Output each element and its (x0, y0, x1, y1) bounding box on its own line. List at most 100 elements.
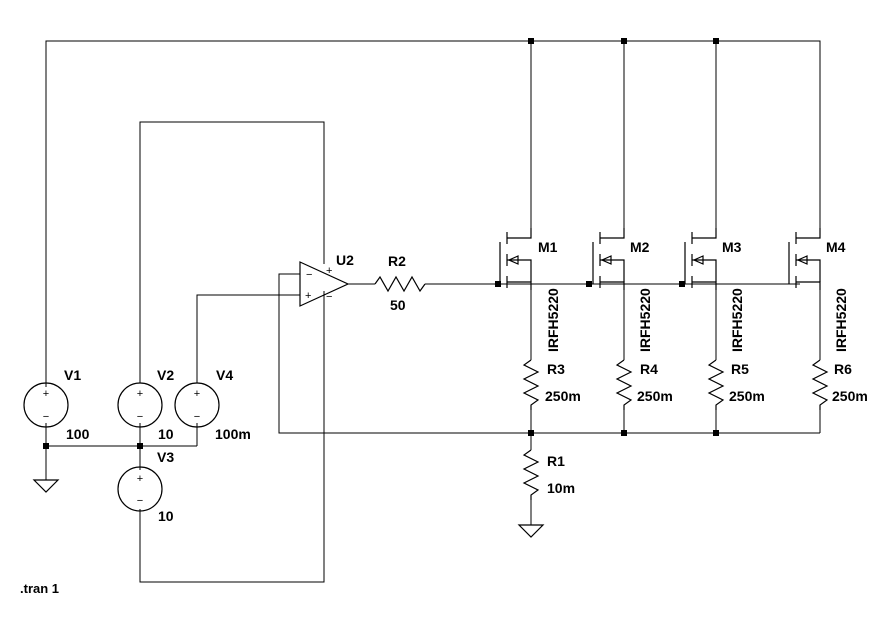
v3-value: 10 (158, 508, 174, 524)
junction-dot (679, 281, 685, 287)
supply-neg-sign: − (326, 291, 332, 303)
m3-model: IRFH5220 (729, 288, 745, 352)
resistor-r6[interactable]: R6 250m (811, 359, 868, 410)
r4-name: R4 (640, 361, 658, 377)
source-body (117, 382, 163, 428)
junction-dot (586, 281, 592, 287)
junction-dot (528, 38, 534, 44)
v2-name: V2 (157, 367, 174, 383)
wire-feedback (278, 273, 820, 434)
source-lead (796, 281, 821, 290)
r2-value: 50 (390, 297, 406, 313)
resistor-r1[interactable]: R1 10m (522, 449, 575, 500)
resistor-r2[interactable]: R2 50 (374, 253, 426, 313)
junction-dot (621, 430, 627, 436)
body-arrow (600, 255, 612, 265)
ground-icon (32, 479, 60, 493)
voltage-source-v4[interactable]: + − V4 100m (174, 367, 251, 442)
resistor-zigzag (811, 359, 829, 410)
supply-pos-sign: + (326, 265, 332, 277)
mosfet-m1[interactable]: M1 IRFH5220 (499, 228, 561, 352)
plus-sign: + (137, 388, 143, 400)
resistor-r3[interactable]: R3 250m (522, 359, 581, 410)
plus-sign: + (194, 388, 200, 400)
mosfet-m4[interactable]: M4 IRFH5220 (788, 228, 849, 352)
minus-sign: − (43, 411, 49, 423)
resistor-r4[interactable]: R4 250m (615, 359, 673, 410)
junction-dot (713, 430, 719, 436)
mosfet-m2[interactable]: M2 IRFH5220 (592, 228, 653, 352)
junction-dot (495, 281, 501, 287)
junction-dot (137, 443, 143, 449)
v3-name: V3 (157, 449, 174, 465)
r4-value: 250m (637, 388, 673, 404)
resistor-zigzag (615, 359, 633, 410)
r6-name: R6 (834, 361, 852, 377)
drain-lead (692, 228, 717, 239)
body-arrow (507, 255, 519, 265)
mosfet-m3[interactable]: M3 IRFH5220 (684, 228, 745, 352)
body-arrow (692, 255, 704, 265)
source-lead (507, 281, 532, 290)
v4-name: V4 (216, 367, 233, 383)
body-lead (507, 259, 532, 282)
m4-model: IRFH5220 (833, 288, 849, 352)
m1-model: IRFH5220 (545, 288, 561, 352)
v4-value: 100m (215, 426, 251, 442)
m4-name: M4 (826, 239, 846, 255)
ground-symbol-left (32, 479, 60, 493)
resistor-zigzag (374, 275, 426, 293)
r6-value: 250m (832, 388, 868, 404)
junctions (43, 38, 719, 449)
drain-lead (796, 228, 821, 239)
plus-sign: + (137, 473, 143, 485)
wires (45, 40, 821, 583)
wire-v4-to-noninv (196, 294, 300, 383)
minus-sign: − (137, 411, 143, 423)
v2-value: 10 (158, 426, 174, 442)
r3-name: R3 (547, 361, 565, 377)
r3-value: 250m (545, 388, 581, 404)
junction-dot (713, 38, 719, 44)
resistor-zigzag (707, 359, 725, 410)
source-body (174, 382, 220, 428)
wire-opamp-neg-supply (139, 291, 325, 583)
source-body (23, 382, 69, 428)
wire-v2-to-opamp-supply (139, 121, 325, 383)
m2-name: M2 (630, 239, 650, 255)
voltage-source-v1[interactable]: + − V1 100 (23, 367, 90, 442)
voltage-source-v3[interactable]: + − V3 10 (117, 449, 174, 524)
u2-name: U2 (336, 252, 354, 268)
source-lead (600, 281, 625, 290)
source-lead (692, 281, 717, 290)
opamp-u2[interactable]: − + + − U2 (299, 252, 354, 307)
m3-name: M3 (722, 239, 742, 255)
drain-lead (507, 228, 532, 239)
resistor-r5[interactable]: R5 250m (707, 359, 765, 410)
r5-value: 250m (729, 388, 765, 404)
body-lead (692, 259, 717, 282)
spice-directive[interactable]: .tran 1 (20, 581, 59, 596)
m2-model: IRFH5220 (637, 288, 653, 352)
r1-name: R1 (547, 453, 565, 469)
wire-top-rail (45, 40, 821, 387)
body-lead (600, 259, 625, 282)
ground-symbol-r1 (517, 524, 545, 538)
voltage-source-v2[interactable]: + − V2 10 (117, 367, 174, 442)
minus-sign: − (194, 411, 200, 423)
plus-sign: + (43, 388, 49, 400)
resistor-zigzag (522, 449, 540, 500)
r2-name: R2 (388, 253, 406, 269)
body-lead (796, 259, 821, 282)
r1-value: 10m (547, 480, 575, 496)
resistor-zigzag (522, 359, 540, 410)
junction-dot (621, 38, 627, 44)
v1-value: 100 (66, 426, 90, 442)
r5-name: R5 (731, 361, 749, 377)
drain-lead (600, 228, 625, 239)
opamp-body (299, 261, 350, 307)
junction-dot (43, 443, 49, 449)
ground-icon (517, 524, 545, 538)
junction-dot (528, 430, 534, 436)
